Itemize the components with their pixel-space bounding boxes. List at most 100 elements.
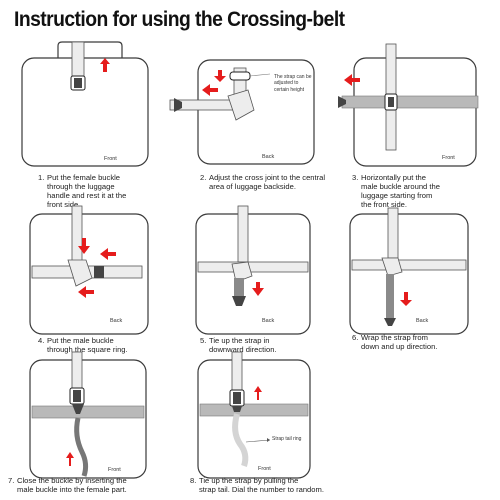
side-tag: Back: [262, 318, 275, 324]
side-tag: Front: [108, 467, 121, 473]
down-arrow-icon: [214, 70, 226, 82]
horizontal-strap: [197, 261, 309, 273]
left-arrow-icon: [344, 74, 360, 86]
caption-line: Horizontally put the: [361, 173, 427, 182]
step-2-panel: Back The strap can be adjusted to certai…: [169, 40, 330, 200]
female-buckle-lock: [233, 392, 241, 404]
caption-line: down and up direction.: [361, 342, 438, 351]
step-1-caption: 1.Put the female buckle through the lugg…: [38, 173, 126, 209]
step-number: 7.: [8, 476, 15, 485]
caption-line: male buckle around the: [361, 182, 440, 191]
note-pointer-head: [267, 438, 270, 442]
note-pointer: [245, 439, 271, 443]
step-number: 4.: [38, 336, 45, 345]
luggage-outline: [197, 59, 315, 165]
male-buckle: [174, 98, 182, 112]
step-6-caption: 6.Wrap the strap from down and up direct…: [352, 333, 437, 351]
step-8-caption: 8.Tie up the strap by pulling the strap …: [190, 476, 324, 494]
luggage-outline: [21, 57, 149, 167]
down-arrow-icon: [252, 282, 264, 296]
male-buckle: [72, 404, 84, 414]
up-arrow-icon: [100, 58, 110, 72]
side-tag: Front: [442, 155, 455, 161]
step-6-illustration: [349, 207, 469, 335]
step-3-caption: 3.Horizontally put the male buckle aroun…: [352, 173, 440, 209]
step-4-panel: Back: [8, 205, 168, 366]
step-2-illustration: [169, 59, 315, 165]
step-1-illustration: [21, 41, 149, 167]
horizontal-strap: [341, 95, 479, 109]
caption-line: Tie up the strap by pulling the: [199, 476, 299, 485]
horizontal-strap: [199, 403, 309, 417]
up-arrow-icon: [254, 386, 262, 400]
step-5-illustration: [195, 205, 311, 335]
male-buckle: [338, 96, 346, 108]
caption-line: through the square ring.: [47, 345, 128, 354]
side-tag: Back: [416, 318, 429, 324]
luggage-outline: [197, 359, 311, 479]
caption-line: through the luggage: [47, 182, 115, 191]
caption-line: Put the female buckle: [47, 173, 121, 182]
step-number: 8.: [190, 476, 197, 485]
caption-line: Wrap the strap from: [361, 333, 428, 342]
left-arrow-icon: [100, 248, 116, 260]
cross-joint: [231, 261, 253, 283]
vertical-strap: [71, 205, 83, 263]
left-arrow-icon: [202, 84, 218, 96]
step-7-panel: Front: [8, 351, 168, 500]
cross-joint: [227, 89, 255, 121]
caption-line: male buckle into the female part.: [17, 485, 127, 494]
side-tag: Back: [110, 318, 123, 324]
strap-tail: [74, 417, 89, 477]
down-arrow-icon: [78, 238, 90, 254]
side-tag: Front: [258, 466, 271, 472]
caption-line: the front side.: [361, 200, 408, 209]
caption-line: luggage starting from: [361, 191, 433, 200]
step-3-panel: Front: [332, 40, 492, 200]
step-number: 1.: [38, 173, 45, 182]
side-tag: Front: [104, 156, 117, 162]
step-number: 3.: [352, 173, 359, 182]
step-number: 2.: [200, 173, 207, 182]
caption-line: downward direction.: [209, 345, 277, 354]
female-buckle-lock: [74, 78, 82, 88]
step-7-caption: 7.Close the buckle by inserting the male…: [8, 476, 127, 494]
step-4-illustration: [29, 205, 149, 335]
step-1-panel: Front: [8, 40, 168, 200]
strap-adjuster: [229, 71, 251, 81]
caption-line: handle and rest it at the: [47, 191, 127, 200]
male-buckle: [232, 406, 242, 412]
luggage-outline: [29, 359, 147, 479]
step-2-caption: 2.Adjust the cross joint to the central …: [200, 173, 325, 191]
note-line: The strap can be: [274, 74, 312, 80]
female-buckle-lock: [388, 97, 394, 107]
note-line: Strap tail ring: [272, 436, 302, 442]
male-buckle: [94, 266, 104, 278]
strap-note: The strap can be adjusted to certain hei…: [274, 74, 312, 93]
caption-line: Tie up the strap in: [209, 336, 270, 345]
vertical-strap: [71, 351, 83, 391]
step-3-illustration: [338, 43, 479, 167]
caption-line: Put the male buckle: [47, 336, 114, 345]
luggage-outline: [353, 57, 477, 167]
down-arrow-icon: [400, 292, 412, 306]
step-8-illustration: [197, 351, 311, 479]
strap-tail: [232, 413, 249, 467]
step-number: 5.: [200, 336, 207, 345]
vertical-strap: [237, 205, 249, 263]
side-tag: Back: [262, 154, 275, 160]
cross-joint: [67, 259, 93, 287]
step-7-illustration: [29, 351, 147, 479]
step-8-panel: Front Strap tail ring: [170, 351, 330, 500]
up-arrow-icon: [66, 452, 74, 466]
note-pointer: [249, 73, 271, 77]
caption-line: Close the buckle by inserting the: [17, 476, 127, 485]
horizontal-strap: [351, 259, 467, 271]
caption-line: Adjust the cross joint to the central: [209, 173, 326, 182]
step-5-caption: 5.Tie up the strap in downward direction…: [200, 336, 277, 354]
luggage-handle: [57, 41, 123, 58]
male-buckle: [384, 318, 396, 326]
luggage-outline: [349, 213, 469, 335]
left-arrow-icon: [78, 286, 94, 298]
caption-line: front side.: [47, 200, 81, 209]
